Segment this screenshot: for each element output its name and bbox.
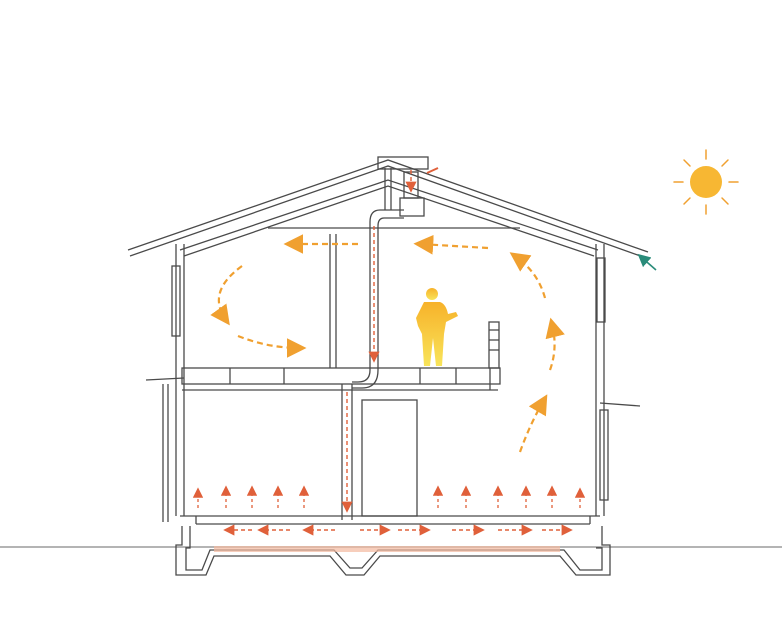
warm-air-circulation-arrows bbox=[210, 234, 565, 453]
house-section bbox=[127, 156, 649, 576]
underfloor-heat-zone bbox=[214, 546, 560, 552]
person-figure bbox=[416, 288, 458, 366]
rising-heat-arrows bbox=[192, 485, 586, 508]
eave-inlet-arrow bbox=[637, 253, 657, 271]
roof-exhaust-arrow bbox=[426, 167, 439, 174]
duct-airflow-arrows bbox=[341, 170, 417, 513]
roof-vent bbox=[377, 156, 429, 170]
sun-icon bbox=[673, 149, 739, 215]
air-duct bbox=[352, 171, 425, 389]
